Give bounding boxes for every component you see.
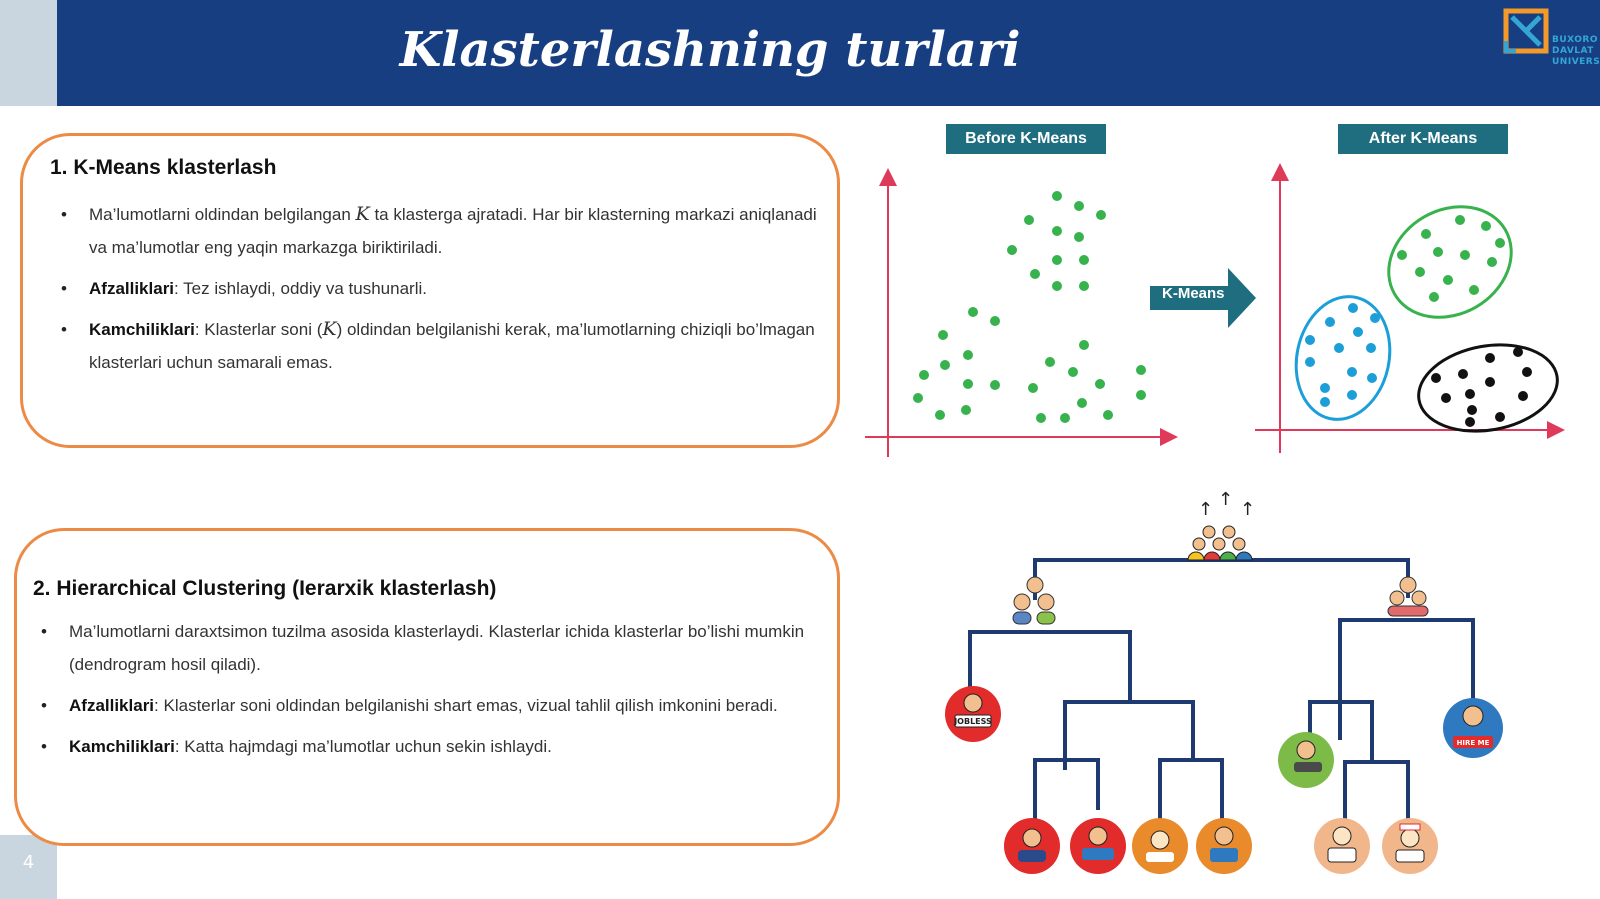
bullet-text: : Katta hajmdagi ma’lumotlar uchun sekin…: [174, 737, 552, 756]
bullet-text: : Klasterlar soni oldindan belgilanishi …: [154, 696, 778, 715]
university-logo: BUXORO DAVLAT UNIVERSITETI: [1502, 5, 1600, 69]
after-axes: [1255, 163, 1565, 453]
hierarchical-bullet-description: Ma’lumotlarni daraxtsimon tuzilma asosid…: [39, 615, 829, 681]
before-points: [913, 191, 1146, 423]
kmeans-bullet-disadvantages: Kamchiliklari: Klasterlar soni (K) oldin…: [59, 313, 827, 379]
hire-me-avatar-icon: [1443, 698, 1503, 758]
bullet-label: Kamchiliklari: [69, 737, 175, 756]
crowd-icon: ↑ ↑ ↑: [1187, 489, 1255, 561]
kmeans-arrow-label: K-Means: [1162, 285, 1225, 302]
kmeans-arrow-icon: [1150, 268, 1256, 328]
kmeans-heading: 1. K-Means klasterlash: [50, 156, 277, 179]
bullet-label: Afzalliklari: [69, 696, 155, 715]
worker-green-avatar-icon: [1278, 732, 1334, 788]
hierarchical-heading: 2. Hierarchical Clustering (Ierarxik kla…: [33, 577, 497, 600]
doctor-avatar-icon: [1314, 818, 1370, 874]
hierarchical-bullet-advantages: Afzalliklari: Klasterlar soni oldindan b…: [39, 689, 829, 722]
before-axes: [865, 168, 1178, 457]
police-avatar-icon: [1004, 818, 1060, 874]
svg-text:↑: ↑: [1240, 499, 1255, 520]
jobless-badge-text: JOBLESS: [953, 717, 992, 726]
chef-avatar-icon: [1132, 818, 1188, 874]
kmeans-bullet-advantages: Afzalliklari: Tez ishlaydi, oddiy va tus…: [59, 272, 827, 305]
logo-mark-icon: [1503, 8, 1549, 54]
hierarchical-bullet-disadvantages: Kamchiliklari: Katta hajmdagi ma’lumotla…: [39, 730, 829, 763]
bullet-text: : Tez ishlaydi, oddiy va tushunarli.: [174, 279, 427, 298]
kmeans-card: 1. K-Means klasterlash Ma’lumotlarni old…: [20, 133, 840, 448]
bullet-text: ta klasterga ajratadi. Har bir klasterni…: [89, 205, 817, 257]
svg-text:↑: ↑: [1198, 499, 1213, 520]
nurse-avatar-icon: [1382, 818, 1438, 874]
side-strip-bottom: [0, 835, 57, 899]
slide-title: Klasterlashning turlari: [399, 22, 1021, 78]
jobless-avatar-icon: [945, 686, 1001, 742]
bullet-text: Ma’lumotlarni daraxtsimon tuzilma asosid…: [69, 622, 805, 674]
k-symbol: K: [322, 318, 337, 340]
page-number: 4: [22, 852, 35, 873]
logo-line-3: UNIVERSITETI: [1552, 57, 1600, 67]
logo-line-1: BUXORO: [1552, 35, 1599, 45]
office-worker-avatar-icon: [1070, 818, 1126, 874]
bullet-text: ) oldindan belgilanishi kerak, ma’lumotl…: [89, 320, 815, 372]
logo-text: BUXORO DAVLAT UNIVERSITETI: [1552, 35, 1600, 68]
group-right-icon: [1387, 576, 1429, 617]
side-strip-top: [0, 0, 57, 106]
header-bar: Klasterlashning turlari BUXORO DAVLAT UN…: [57, 0, 1600, 106]
after-black-cluster: [1417, 343, 1559, 433]
after-kmeans-label: After K-Means: [1338, 124, 1508, 154]
hierarchical-bullet-list: Ma’lumotlarni daraxtsimon tuzilma asosid…: [39, 615, 829, 771]
before-kmeans-label: Before K-Means: [946, 124, 1106, 154]
after-green-cluster: [1387, 205, 1513, 319]
bullet-text: : Klasterlar soni (: [194, 320, 323, 339]
svg-text:↑: ↑: [1218, 489, 1233, 510]
after-blue-cluster: [1294, 295, 1392, 421]
businessman-avatar-icon: [1196, 818, 1252, 874]
hire-me-badge-text: HIRE ME: [1457, 739, 1490, 747]
bullet-label: Afzalliklari: [89, 279, 175, 298]
k-symbol: K: [355, 203, 370, 225]
group-left-icon: [1012, 576, 1056, 625]
dendrogram-lines: [968, 558, 1475, 840]
logo-line-2: DAVLAT: [1552, 46, 1594, 56]
kmeans-bullet-description: Ma’lumotlarni oldindan belgilangan K ta …: [59, 198, 827, 264]
bullet-label: Kamchiliklari: [89, 320, 195, 339]
kmeans-bullet-list: Ma’lumotlarni oldindan belgilangan K ta …: [59, 198, 827, 387]
hierarchical-card: 2. Hierarchical Clustering (Ierarxik kla…: [14, 528, 840, 846]
bullet-text: Ma’lumotlarni oldindan belgilangan: [89, 205, 356, 224]
